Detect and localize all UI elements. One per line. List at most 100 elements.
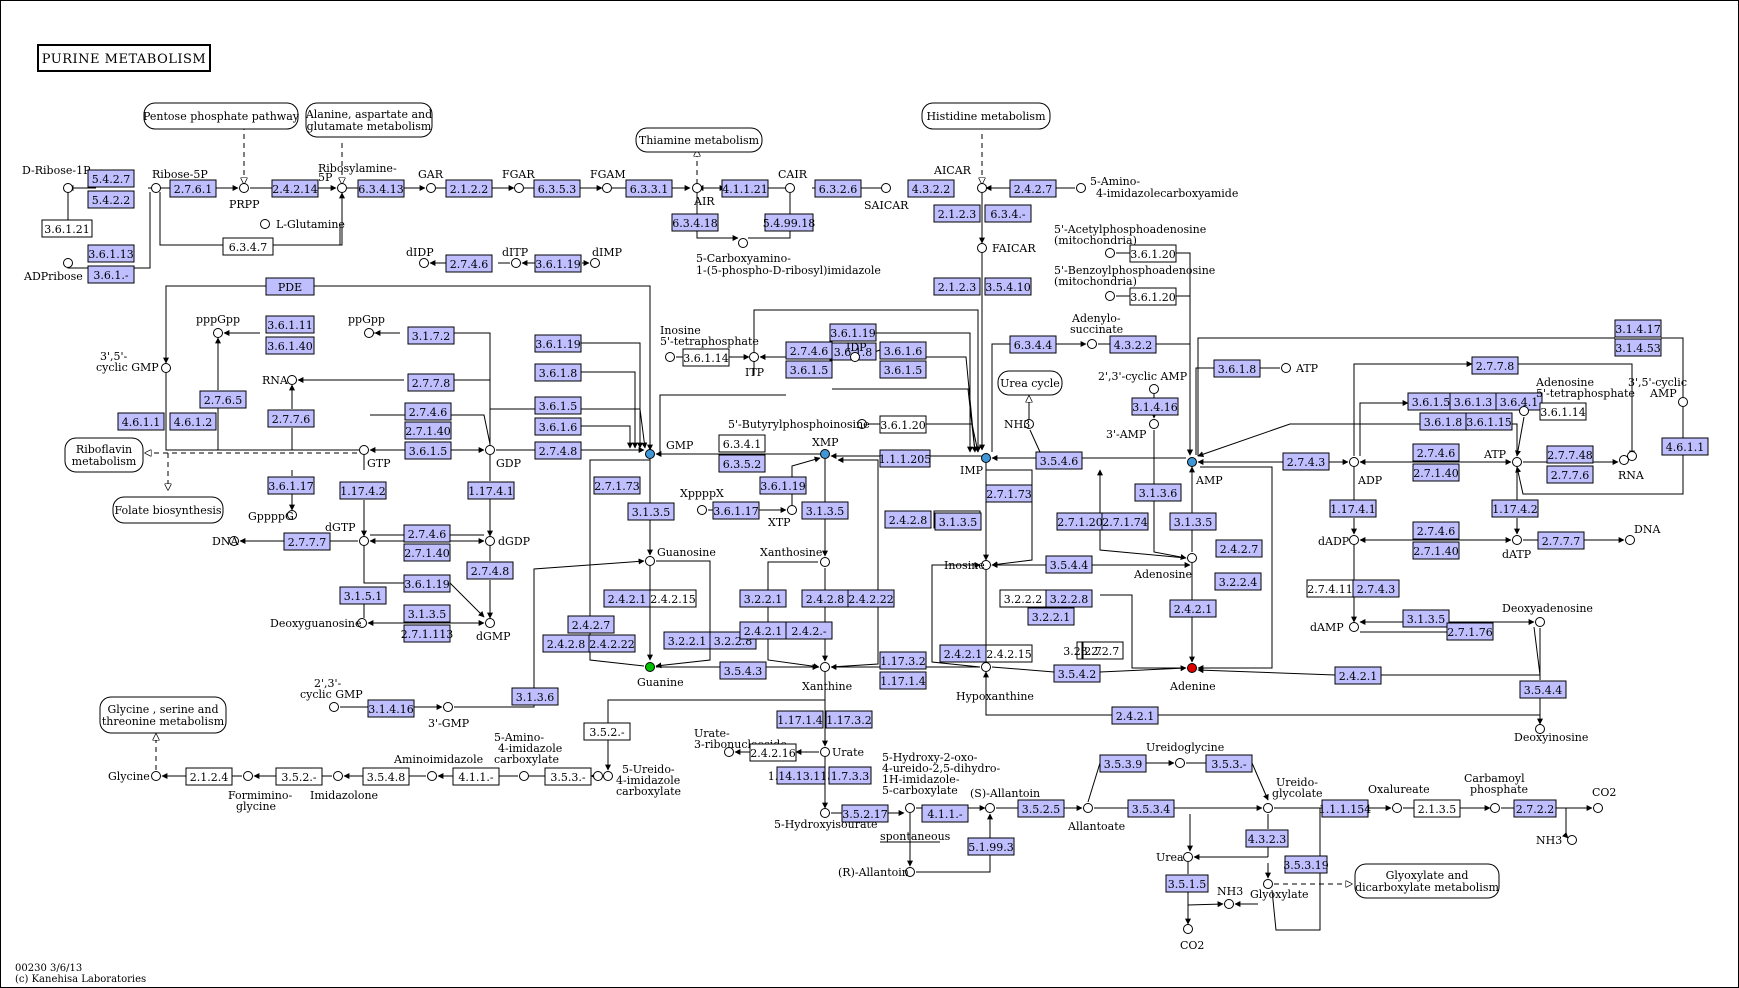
enzyme-3-6-1-17[interactable]: 3.6.1.17 bbox=[267, 476, 315, 495]
compound-co2-right[interactable] bbox=[1593, 803, 1603, 813]
enzyme-4-6-1-1[interactable]: 4.6.1.1 bbox=[117, 412, 165, 431]
compound-formimino-glycine[interactable] bbox=[243, 771, 253, 781]
pathway-thiamine-metabolism[interactable]: Thiamine metabolism bbox=[635, 127, 763, 153]
compound-dadp[interactable] bbox=[1349, 535, 1359, 545]
enzyme-2-7-4-8[interactable]: 2.7.4.8 bbox=[534, 441, 582, 460]
enzyme-2-7-7-6[interactable]: 2.7.7.6 bbox=[267, 409, 315, 428]
compound-3-5-cyclic-amp[interactable] bbox=[1678, 397, 1688, 407]
enzyme-5-1-99-3[interactable]: 5.1.99.3 bbox=[967, 837, 1015, 856]
enzyme-3-5-2[interactable]: 3.5.2.- bbox=[583, 722, 631, 741]
enzyme-1-17-3-2[interactable]: 1.17.3.2 bbox=[879, 651, 927, 670]
enzyme-4-1-1[interactable]: 4.1.1.- bbox=[921, 804, 969, 823]
enzyme-6-3-5-3[interactable]: 6.3.5.3 bbox=[533, 179, 581, 198]
enzyme-3-5-3[interactable]: 3.5.3.- bbox=[1205, 754, 1253, 773]
compound-xmp[interactable] bbox=[820, 449, 830, 459]
compound-r-allantoin[interactable] bbox=[905, 867, 915, 877]
enzyme-3-6-1-20[interactable]: 3.6.1.20 bbox=[1129, 244, 1177, 263]
enzyme-3-5-3-4[interactable]: 3.5.3.4 bbox=[1127, 799, 1175, 818]
compound-pppgpp[interactable] bbox=[213, 328, 223, 338]
compound-aicar[interactable] bbox=[977, 183, 987, 193]
compound-fgam[interactable] bbox=[602, 183, 612, 193]
enzyme-2-7-4-6[interactable]: 2.7.4.6 bbox=[1412, 443, 1460, 462]
enzyme-3-6-1-5[interactable]: 3.6.1.5 bbox=[879, 360, 927, 379]
enzyme-2-4-2-22[interactable]: 2.4.2.22 bbox=[588, 634, 636, 653]
enzyme-3-6-1-20[interactable]: 3.6.1.20 bbox=[879, 415, 927, 434]
enzyme-3-6-1-6[interactable]: 3.6.1.6 bbox=[534, 417, 582, 436]
enzyme-3-6-4-1[interactable]: 3.6.4.1 bbox=[1495, 392, 1543, 411]
enzyme-3-6-1-15[interactable]: 3.6.1.15 bbox=[1465, 412, 1513, 431]
compound-damp[interactable] bbox=[1349, 622, 1359, 632]
compound-5-amino-4-imidazole[interactable] bbox=[519, 771, 529, 781]
enzyme-6-3-4[interactable]: 6.3.4.- bbox=[984, 204, 1032, 223]
enzyme-4-3-2-2[interactable]: 4.3.2.2 bbox=[1109, 335, 1157, 354]
enzyme-5-4-99-18[interactable]: 5.4.99.18 bbox=[763, 213, 815, 232]
enzyme-3-6-1-8[interactable]: 3.6.1.8 bbox=[1213, 359, 1261, 378]
compound-datp[interactable] bbox=[1512, 535, 1522, 545]
enzyme-6-3-4-18[interactable]: 6.3.4.18 bbox=[671, 213, 719, 232]
pathway-urea-cycle[interactable]: Urea cycle bbox=[997, 370, 1063, 396]
compound-ribosylamine-5p[interactable] bbox=[337, 183, 347, 193]
enzyme-3-5-3-19[interactable]: 3.5.3.19 bbox=[1283, 855, 1329, 874]
enzyme-3-6-1-5[interactable]: 3.6.1.5 bbox=[785, 360, 833, 379]
compound-hypoxanthine[interactable] bbox=[981, 662, 991, 672]
enzyme-4-3-2-2[interactable]: 4.3.2.2 bbox=[907, 179, 955, 198]
pathway-histidine-metabolism[interactable]: Histidine metabolism bbox=[921, 102, 1051, 130]
compound-cair[interactable] bbox=[785, 183, 795, 193]
compound-didp[interactable] bbox=[419, 258, 429, 268]
enzyme-3-2-2-7[interactable]: 3.2.2.7 bbox=[1076, 641, 1124, 660]
enzyme-3-2-2-1[interactable]: 3.2.2.1 bbox=[739, 589, 787, 608]
enzyme-2-7-4-6[interactable]: 2.7.4.6 bbox=[403, 524, 451, 543]
compound-imidazolone[interactable] bbox=[333, 771, 343, 781]
compound-idp[interactable] bbox=[850, 352, 860, 362]
enzyme-2-7-1-40[interactable]: 2.7.1.40 bbox=[1412, 463, 1460, 482]
enzyme-3-6-1-8[interactable]: 3.6.1.8 bbox=[1419, 412, 1467, 431]
enzyme-3-5-2-5[interactable]: 3.5.2.5 bbox=[1017, 799, 1065, 818]
enzyme-2-4-2-1[interactable]: 2.4.2.1 bbox=[1111, 706, 1159, 725]
enzyme-3-1-3-5[interactable]: 3.1.3.5 bbox=[1169, 512, 1217, 531]
compound-urate[interactable] bbox=[820, 747, 830, 757]
enzyme-1-17-4-1[interactable]: 1.17.4.1 bbox=[467, 481, 515, 500]
compound-l-glutamine[interactable] bbox=[260, 219, 270, 229]
enzyme-3-2-2-8[interactable]: 3.2.2.8 bbox=[1045, 589, 1093, 608]
enzyme-6-3-4-7[interactable]: 6.3.4.7 bbox=[222, 237, 274, 256]
enzyme-6-3-4-1[interactable]: 6.3.4.1 bbox=[718, 434, 766, 453]
enzyme-2-1-3-5[interactable]: 2.1.3.5 bbox=[1413, 799, 1461, 818]
enzyme-2-4-2-7[interactable]: 2.4.2.7 bbox=[1215, 539, 1263, 558]
compound-3-gmp[interactable] bbox=[443, 702, 453, 712]
compound-dgdp[interactable] bbox=[485, 536, 495, 546]
enzyme-3-5-4-4[interactable]: 3.5.4.4 bbox=[1519, 680, 1567, 699]
compound-saicar[interactable] bbox=[881, 183, 891, 193]
enzyme-2-4-2-15[interactable]: 2.4.2.15 bbox=[649, 589, 697, 608]
enzyme-2-4-2-7[interactable]: 2.4.2.7 bbox=[1009, 179, 1057, 198]
compound-gar[interactable] bbox=[426, 183, 436, 193]
enzyme-2-7-4-6[interactable]: 2.7.4.6 bbox=[1412, 521, 1460, 540]
compound-dgmp[interactable] bbox=[485, 618, 495, 628]
enzyme-4-6-1-1[interactable]: 4.6.1.1 bbox=[1661, 437, 1709, 456]
compound-gmp[interactable] bbox=[645, 449, 655, 459]
enzyme-2-4-2-8[interactable]: 2.4.2.8 bbox=[542, 634, 590, 653]
enzyme-3-1-3-6[interactable]: 3.1.3.6 bbox=[1134, 483, 1182, 502]
compound-rna[interactable] bbox=[287, 375, 297, 385]
enzyme-pde[interactable]: PDE bbox=[265, 277, 315, 296]
enzyme-3-1-4-17[interactable]: 3.1.4.17 bbox=[1614, 319, 1662, 338]
enzyme-3-5-2-17[interactable]: 3.5.2.17 bbox=[841, 804, 889, 823]
compound-adenine[interactable] bbox=[1187, 663, 1197, 673]
enzyme-2-7-6-1[interactable]: 2.7.6.1 bbox=[169, 179, 217, 198]
enzyme-1-17-4-2[interactable]: 1.17.4.2 bbox=[339, 481, 387, 500]
compound-amp[interactable] bbox=[1187, 457, 1197, 467]
enzyme-3-1-3-5[interactable]: 3.1.3.5 bbox=[1402, 609, 1450, 628]
enzyme-3-6-1-5[interactable]: 3.6.1.5 bbox=[404, 441, 452, 460]
compound-dimp[interactable] bbox=[590, 258, 600, 268]
compound-air[interactable] bbox=[692, 183, 702, 193]
compound-ureidoglycine[interactable] bbox=[1175, 758, 1185, 768]
enzyme-2-4-2-8[interactable]: 2.4.2.8 bbox=[884, 510, 932, 529]
enzyme-3-1-4-16[interactable]: 3.1.4.16 bbox=[367, 699, 415, 718]
compound-gppppg[interactable] bbox=[287, 510, 297, 520]
enzyme-2-7-4-6[interactable]: 2.7.4.6 bbox=[445, 254, 493, 273]
enzyme-2-7-1-73[interactable]: 2.7.1.73 bbox=[985, 484, 1033, 503]
enzyme-3-5-3-9[interactable]: 3.5.3.9 bbox=[1099, 754, 1147, 773]
enzyme-3-2-2-1[interactable]: 3.2.2.1 bbox=[1027, 607, 1075, 626]
enzyme-6-3-4-13[interactable]: 6.3.4.13 bbox=[357, 179, 405, 198]
compound-prpp[interactable] bbox=[239, 183, 249, 193]
compound-ureido-glycolate[interactable] bbox=[1263, 803, 1273, 813]
